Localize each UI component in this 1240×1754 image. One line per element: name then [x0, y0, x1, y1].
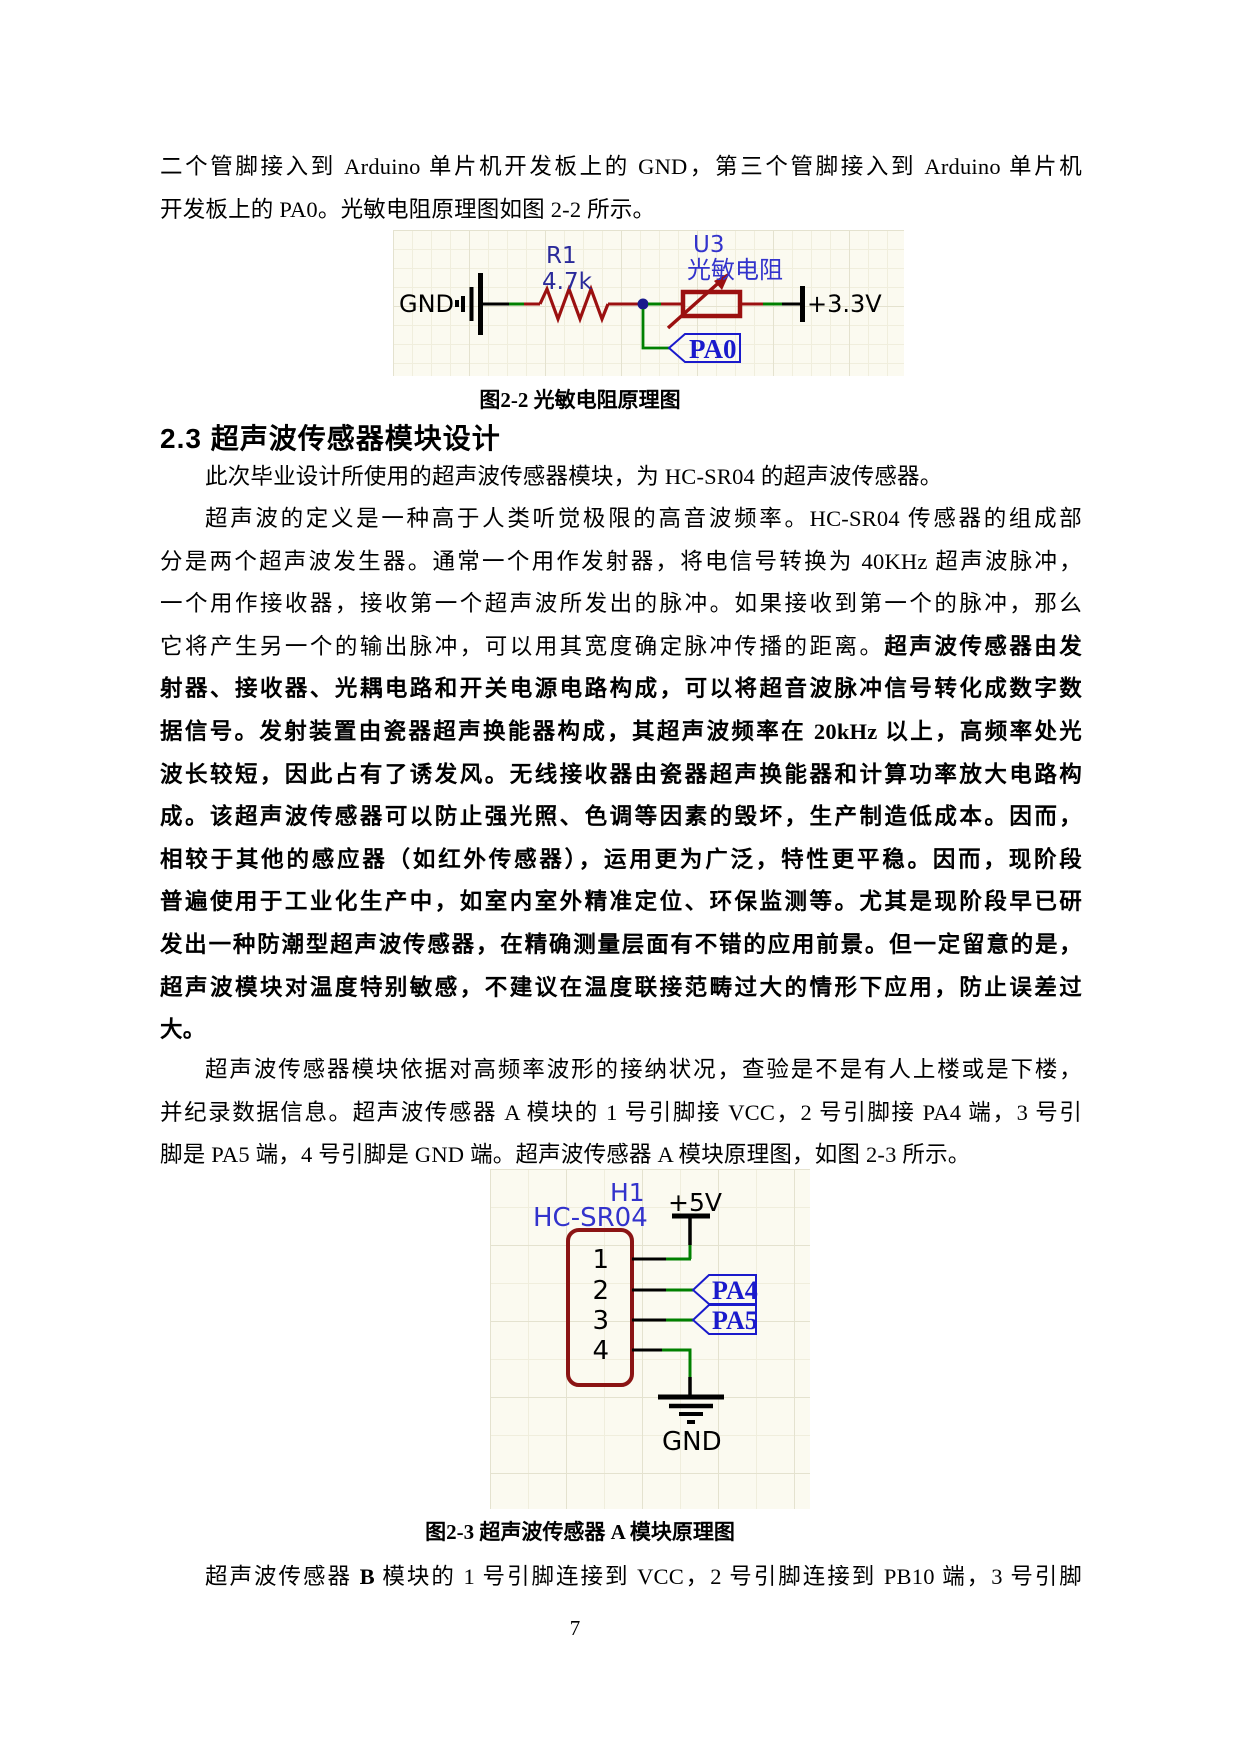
- svg-text:光敏电阻: 光敏电阻: [687, 256, 783, 284]
- text-segment: 此次毕业设计所使用的超声波传感器模块，为 HC-SR04 的超声波传感器。: [205, 464, 943, 489]
- wire: [662, 1348, 692, 1377]
- text-line: 分是两个超声波发生器。通常一个用作发射器，将电信号转换为 40KHz 超声波脉冲…: [160, 541, 1082, 584]
- photoresistor-circuit: GND R1 4.7k: [399, 232, 882, 364]
- bold-text-segment: 大。: [160, 1017, 206, 1043]
- text-line: 超声波传感器 B 模块的 1 号引脚连接到 VCC，2 号引脚连接到 PB10 …: [160, 1556, 1082, 1599]
- ground-symbol: GND: [658, 1394, 724, 1457]
- text-line: 发出一种防潮型超声波传感器，在精确测量层面有不错的应用前景。但一定留意的是，: [160, 924, 1082, 967]
- bold-text-segment: 成。该超声波传感器可以防止强光照、色调等因素的毁坏，生产制造低成本。因而，: [160, 804, 1082, 830]
- text-line: 一个用作接收器，接收第一个超声波所发出的脉冲。如果接收到第一个的脉冲，那么: [160, 583, 1082, 626]
- para-e: 超声波传感器 B 模块的 1 号引脚连接到 VCC，2 号引脚连接到 PB10 …: [160, 1556, 1082, 1599]
- hcsr04-circuit: H1 HC-SR04 1 2 3 4 +5V: [533, 1178, 758, 1457]
- bold-text-segment: 据信号。发射装置由瓷器超声换能器构成，其超声波频率在 20kHz 以上，高频率处…: [160, 718, 1082, 744]
- junction-dot: [637, 298, 649, 310]
- bold-text-segment: 超声波模块对温度特别敏感，不建议在温度联接范畴过大的情形下应用，防止误差过: [160, 974, 1082, 1000]
- text-segment: 二个管脚接入到 Arduino 单片机开发板上的 GND，第三个管脚接入到 Ar…: [160, 154, 1082, 179]
- svg-text:GND: GND: [662, 1427, 722, 1457]
- para-d: 超声波传感器模块依据对高频率波形的接纳状况，查验是不是有人上楼或是下楼， 并纪录数…: [160, 1049, 1082, 1177]
- para-b: 此次毕业设计所使用的超声波传感器模块，为 HC-SR04 的超声波传感器。: [160, 456, 1082, 499]
- para-c: 超声波的定义是一种高于人类听觉极限的高音波频率。HC-SR04 传感器的组成部分…: [160, 498, 1082, 1052]
- text-line: 超声波传感器模块依据对高频率波形的接纳状况，查验是不是有人上楼或是下楼，: [160, 1049, 1082, 1092]
- text-line: 此次毕业设计所使用的超声波传感器模块，为 HC-SR04 的超声波传感器。: [160, 456, 1082, 499]
- text-segment: 模块的 1 号引脚连接到 VCC，2 号引脚连接到 PB10 端，3 号引脚: [374, 1564, 1082, 1589]
- svg-text:GND: GND: [399, 290, 454, 318]
- svg-text:R1: R1: [546, 243, 577, 269]
- text-line: 超声波的定义是一种高于人类听觉极限的高音波频率。HC-SR04 传感器的组成部: [160, 498, 1082, 541]
- text-line: 普遍使用于工业化生产中，如室内室外精准定位、环保监测等。尤其是现阶段早已研: [160, 881, 1082, 924]
- power-port-5v: +5V: [668, 1188, 722, 1259]
- svg-text:+3.3V: +3.3V: [807, 290, 882, 318]
- section-heading-2-3: 2.3 超声波传感器模块设计: [160, 423, 501, 454]
- text-segment: 开发板上的 PA0。光敏电阻原理图如图 2-2 所示。: [160, 196, 656, 222]
- connector-symbol: H1 HC-SR04 1 2 3 4: [533, 1178, 648, 1387]
- figure-2-3-caption: 图2-3 超声波传感器 A 模块原理图: [425, 1520, 735, 1544]
- text-line: 相较于其他的感应器（如红外传感器），运用更为广泛，特性更平稳。因而，现阶段: [160, 839, 1082, 882]
- page-number: 7: [569, 1616, 581, 1640]
- svg-text:PA4: PA4: [712, 1276, 758, 1305]
- text-segment: 脚是 PA5 端，4 号引脚是 GND 端。超声波传感器 A 模块原理图，如图 …: [160, 1142, 971, 1168]
- para-a: 二个管脚接入到 Arduino 单片机开发板上的 GND，第三个管脚接入到 Ar…: [160, 146, 1082, 231]
- power-port-3v3: +3.3V: [800, 286, 882, 322]
- figure-2-2-schematic: GND R1 4.7k: [393, 230, 904, 376]
- text-line: 脚是 PA5 端，4 号引脚是 GND 端。超声波传感器 A 模块原理图，如图 …: [160, 1134, 1082, 1177]
- bold-text-segment: 相较于其他的感应器（如红外传感器），运用更为广泛，特性更平稳。因而，现阶段: [160, 846, 1082, 872]
- text-line: 大。: [160, 1009, 1082, 1052]
- svg-text:+5V: +5V: [668, 1188, 722, 1217]
- text-segment: 分是两个超声波发生器。通常一个用作发射器，将电信号转换为 40KHz 超声波脉冲…: [160, 548, 1082, 574]
- svg-text:PA0: PA0: [689, 334, 737, 364]
- text-line: 据信号。发射装置由瓷器超声换能器构成，其超声波频率在 20kHz 以上，高频率处…: [160, 711, 1082, 754]
- net-flag-pa4: PA4: [691, 1274, 758, 1305]
- svg-text:U3: U3: [693, 232, 724, 258]
- bold-text-segment: 普遍使用于工业化生产中，如室内室外精准定位、环保监测等。尤其是现阶段早已研: [160, 889, 1082, 915]
- text-segment: 超声波传感器: [205, 1564, 360, 1589]
- text-segment: 超声波传感器模块依据对高频率波形的接纳状况，查验是不是有人上楼或是下楼，: [205, 1057, 1082, 1082]
- text-line: 射器、接收器、光耦电路和开关电源电路构成，可以将超音波脉冲信号转化成数字数: [160, 668, 1082, 711]
- bold-text-segment: 超声波传感器由发: [884, 633, 1082, 659]
- svg-text:4.7k: 4.7k: [542, 269, 593, 295]
- svg-text:1: 1: [592, 1245, 609, 1275]
- bold-text-segment: B: [359, 1564, 375, 1589]
- svg-text:2: 2: [592, 1276, 609, 1306]
- bold-text-segment: 射器、接收器、光耦电路和开关电源电路构成，可以将超音波脉冲信号转化成数字数: [160, 676, 1082, 702]
- svg-text:PA5: PA5: [712, 1306, 758, 1335]
- text-segment: 超声波的定义是一种高于人类听觉极限的高音波频率。HC-SR04 传感器的组成部: [205, 506, 1082, 531]
- bold-text-segment: 波长较短，因此占有了诱发风。无线接收器由瓷器超声换能器和计算功率放大电路构: [160, 761, 1082, 787]
- bold-text-segment: 发出一种防潮型超声波传感器，在精确测量层面有不错的应用前景。但一定留意的是，: [160, 931, 1082, 957]
- text-line: 并纪录数据信息。超声波传感器 A 模块的 1 号引脚接 VCC，2 号引脚接 P…: [160, 1092, 1082, 1135]
- photoresistor-symbol: U3 光敏电阻: [666, 232, 783, 330]
- svg-text:H1: H1: [610, 1178, 645, 1207]
- text-segment: 并纪录数据信息。超声波传感器 A 模块的 1 号引脚接 VCC，2 号引脚接 P…: [160, 1099, 1082, 1125]
- net-flag-pa5: PA5: [691, 1304, 758, 1335]
- text-segment: 它将产生另一个的输出脉冲，可以用其宽度确定脉冲传播的距离。: [160, 633, 885, 659]
- svg-text:3: 3: [592, 1306, 609, 1336]
- ground-symbol: GND: [399, 273, 483, 335]
- text-line: 它将产生另一个的输出脉冲，可以用其宽度确定脉冲传播的距离。超声波传感器由发: [160, 626, 1082, 669]
- text-segment: 一个用作接收器，接收第一个超声波所发出的脉冲。如果接收到第一个的脉冲，那么: [160, 591, 1082, 617]
- text-line: 超声波模块对温度特别敏感，不建议在温度联接范畴过大的情形下应用，防止误差过: [160, 967, 1082, 1010]
- text-line: 开发板上的 PA0。光敏电阻原理图如图 2-2 所示。: [160, 189, 1082, 232]
- svg-text:4: 4: [592, 1336, 609, 1366]
- figure-2-2-caption: 图2-2 光敏电阻原理图: [479, 388, 681, 412]
- net-flag-pa0: PA0: [641, 309, 741, 364]
- figure-2-3-schematic: H1 HC-SR04 1 2 3 4 +5V: [490, 1169, 810, 1509]
- resistor-symbol: R1 4.7k: [538, 243, 610, 324]
- text-line: 成。该超声波传感器可以防止强光照、色调等因素的毁坏，生产制造低成本。因而，: [160, 796, 1082, 839]
- text-line: 波长较短，因此占有了诱发风。无线接收器由瓷器超声换能器和计算功率放大电路构: [160, 754, 1082, 797]
- text-line: 二个管脚接入到 Arduino 单片机开发板上的 GND，第三个管脚接入到 Ar…: [160, 146, 1082, 189]
